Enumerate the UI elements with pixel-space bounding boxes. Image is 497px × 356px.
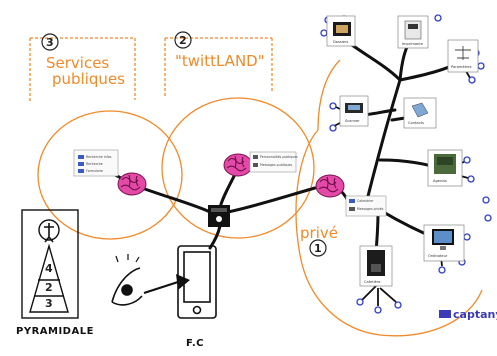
settings-device[interactable]: Paramètres (447, 39, 479, 73)
zone-2-title: 2 "twittLAND" (174, 31, 265, 70)
device-label: Dossiers (333, 40, 348, 44)
device-label: Ordinateur (428, 254, 448, 258)
coffee-device[interactable]: Cafetière (359, 245, 393, 287)
computer-device[interactable]: Ordinateur (423, 224, 465, 262)
contacts-device[interactable]: Contacts (403, 97, 437, 129)
card-twitt-line-2: Messages publiques (260, 163, 292, 167)
brain-icon (315, 174, 345, 198)
pyramid-panel (21, 209, 79, 319)
brain-icon (117, 172, 147, 196)
zone-1-title: 1 privé (300, 224, 338, 257)
zone-2-number: 2 (179, 34, 187, 47)
pyramid-level-2: 2 (45, 281, 53, 294)
phone-icon[interactable] (177, 245, 217, 319)
agenda-device[interactable]: Agenda (427, 149, 463, 187)
card-services-line-2: Recherche (86, 162, 103, 166)
device-label: Paramètres (451, 65, 472, 69)
folder-device[interactable]: Dossiers (326, 15, 356, 47)
zone-1-title-text: privé (300, 224, 338, 242)
card-twitt-line-1: Personnalités publiques (260, 155, 298, 159)
device-label: Contacts (408, 121, 424, 125)
card-services[interactable]: Recherche infos Recherche Formulaire (73, 149, 119, 177)
arrow-icon (143, 274, 190, 295)
hub-cube-icon[interactable] (208, 205, 230, 227)
card-services-line-1: Recherche infos (86, 155, 112, 159)
fc-label: F.C (186, 338, 204, 349)
pyramid-level-4: 4 (45, 262, 53, 275)
scanner-device[interactable]: Scanner (339, 95, 369, 127)
device-thumbnails: Dossiers Imprimante Paramètres Scanner C… (326, 15, 479, 287)
card-hub[interactable]: Calendrier Messages privés (345, 195, 387, 217)
brand-text: captany (453, 308, 497, 321)
pyramid-label: PYRAMIDALE (16, 326, 94, 337)
zone-2-title-text: "twittLAND" (175, 52, 265, 70)
device-label: Imprimante (402, 42, 424, 46)
pyramid-level-3: 3 (45, 297, 53, 310)
card-services-line-3: Formulaire (86, 169, 103, 173)
zone-3-number: 3 (46, 36, 54, 49)
zone-3-title-line-1: Services (46, 54, 109, 72)
zone-3-title: 3 Services publiques (41, 33, 125, 88)
brain-icon (223, 153, 253, 177)
device-label: Scanner (345, 119, 360, 123)
zone-3-title-line-2: publiques (52, 70, 125, 88)
printer-device[interactable]: Imprimante (397, 15, 429, 49)
brand-logo: captany (439, 308, 497, 321)
connectors (98, 38, 462, 254)
device-label: Agenda (433, 179, 447, 183)
zone-frames (29, 37, 483, 337)
card-hub-line-1: Calendrier (357, 199, 374, 203)
zone-1-number: 1 (314, 242, 322, 255)
device-label: Cafetière (364, 280, 381, 284)
eye-icon (111, 254, 143, 306)
card-hub-line-2: Messages privés (357, 207, 384, 211)
card-twitt[interactable]: Personnalités publiques Messages publiqu… (249, 151, 298, 173)
